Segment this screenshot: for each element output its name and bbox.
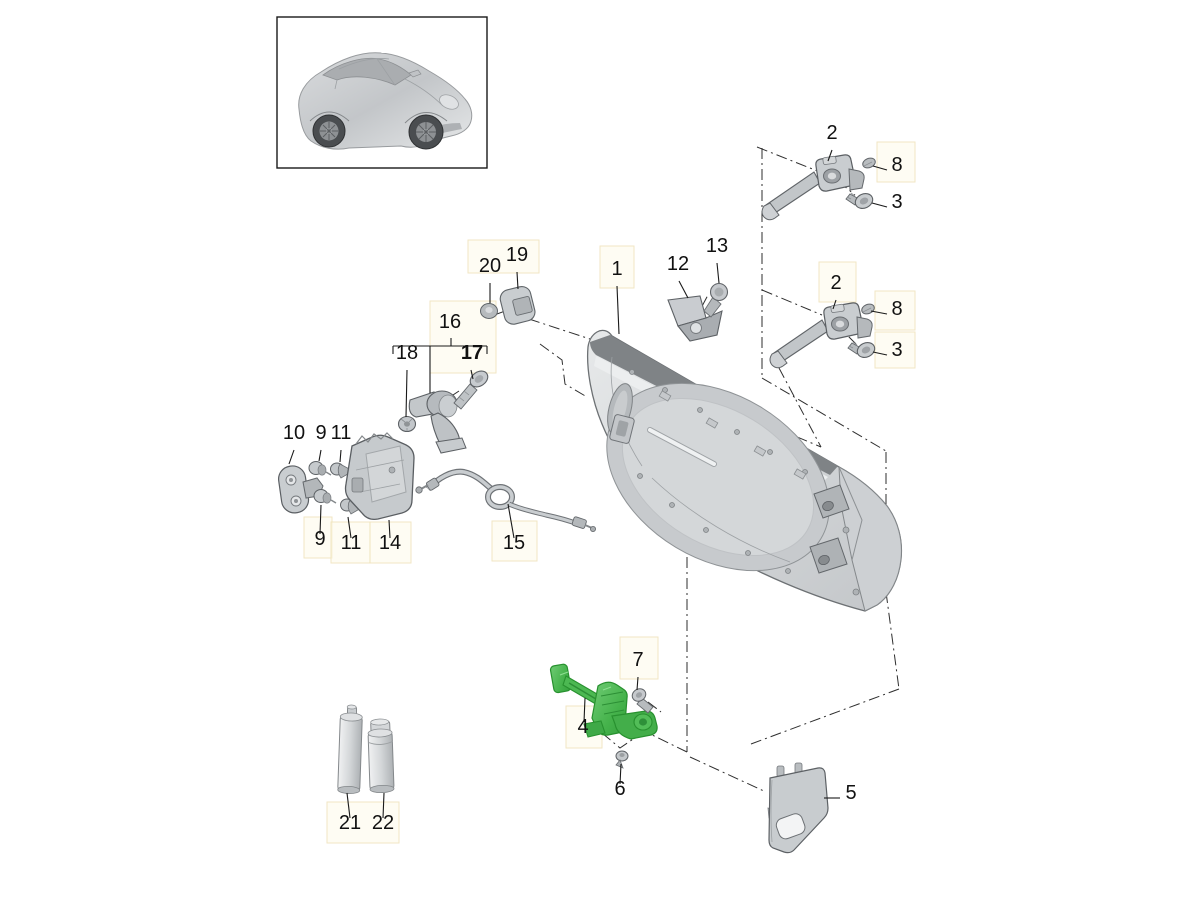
label-hotspot[interactable]: [326, 801, 400, 844]
part-label-8a[interactable]: 8: [891, 154, 902, 176]
label-hotspot[interactable]: [330, 521, 371, 564]
striker-screw-a-part[interactable]: [308, 460, 332, 476]
label-leader-lines: [288, 149, 888, 819]
part-label-11b[interactable]: 11: [341, 532, 362, 554]
part-label-2b[interactable]: 2: [830, 272, 841, 294]
bracket-part[interactable]: [667, 295, 723, 342]
label-hotspot[interactable]: [599, 245, 635, 289]
label-hotspot[interactable]: [491, 520, 538, 562]
part-label-5[interactable]: 5: [845, 782, 856, 804]
part-label-4[interactable]: 4: [577, 716, 588, 738]
hinge-screw-lower-part[interactable]: [847, 339, 878, 361]
part-label-2a[interactable]: 2: [826, 122, 837, 144]
car-thumbnail-box[interactable]: [276, 16, 488, 169]
carrier-nut-part[interactable]: [397, 415, 417, 433]
part-label-7[interactable]: 7: [632, 649, 643, 671]
part-label-11a[interactable]: 11: [331, 422, 352, 444]
cable-part[interactable]: [415, 468, 597, 533]
check-strap-part[interactable]: [549, 663, 658, 740]
car-illustration: [298, 52, 473, 150]
check-screw-upper-part[interactable]: [630, 686, 654, 714]
label-hotspot[interactable]: [619, 636, 659, 680]
part-label-1[interactable]: 1: [611, 258, 622, 280]
part-label-8b[interactable]: 8: [891, 298, 902, 320]
label-hotspot[interactable]: [876, 141, 916, 183]
part-label-3b[interactable]: 3: [891, 339, 902, 361]
label-hotspot[interactable]: [369, 521, 412, 564]
part-label-14[interactable]: 14: [379, 532, 401, 554]
part-label-17[interactable]: 17: [461, 342, 483, 364]
part-label-15[interactable]: 15: [503, 532, 525, 554]
part-label-19[interactable]: 19: [506, 244, 528, 266]
label-hotspot[interactable]: [874, 331, 916, 369]
cap-upper-part[interactable]: [860, 155, 878, 171]
cap-lower-part[interactable]: [859, 301, 877, 317]
label-hotspot[interactable]: [467, 239, 540, 274]
part-label-6[interactable]: 6: [614, 778, 625, 800]
part-label-12[interactable]: 12: [667, 253, 689, 275]
handle-carrier-part[interactable]: [408, 390, 467, 454]
handle-cover-part[interactable]: [498, 285, 537, 326]
part-label-16[interactable]: 16: [439, 311, 461, 333]
door-lock-part[interactable]: [344, 432, 415, 521]
carrier-bolt-part[interactable]: [453, 368, 491, 410]
label-hotspot[interactable]: [818, 261, 857, 303]
part-label-10[interactable]: 10: [283, 422, 305, 444]
part-label-3a[interactable]: 3: [891, 191, 902, 213]
part-label-9a[interactable]: 9: [315, 422, 326, 444]
check-screw-lower-part[interactable]: [615, 750, 629, 769]
trim-panel-part[interactable]: [767, 762, 829, 854]
hinge-screw-upper-part[interactable]: [845, 190, 876, 212]
hotspot-layer: [303, 141, 916, 844]
grommet-part[interactable]: [480, 303, 498, 319]
door-panel-part[interactable]: [573, 329, 903, 612]
hinge-lower-part[interactable]: [769, 302, 873, 369]
label-hotspot[interactable]: [874, 290, 916, 331]
part-label-9b[interactable]: 9: [314, 528, 325, 550]
part-label-20[interactable]: 20: [479, 255, 501, 277]
label-hotspot[interactable]: [303, 516, 333, 559]
tube-a-part[interactable]: [337, 704, 363, 794]
striker-screw-b-part[interactable]: [313, 488, 337, 504]
part-label-13[interactable]: 13: [706, 235, 728, 257]
tube-b-part[interactable]: [367, 718, 395, 794]
part-label-22[interactable]: 22: [372, 812, 394, 834]
hinge-upper-part[interactable]: [761, 154, 865, 221]
bracket-screw-part[interactable]: [703, 282, 729, 318]
part-label-21[interactable]: 21: [339, 812, 361, 834]
part-label-18[interactable]: 18: [396, 342, 418, 364]
